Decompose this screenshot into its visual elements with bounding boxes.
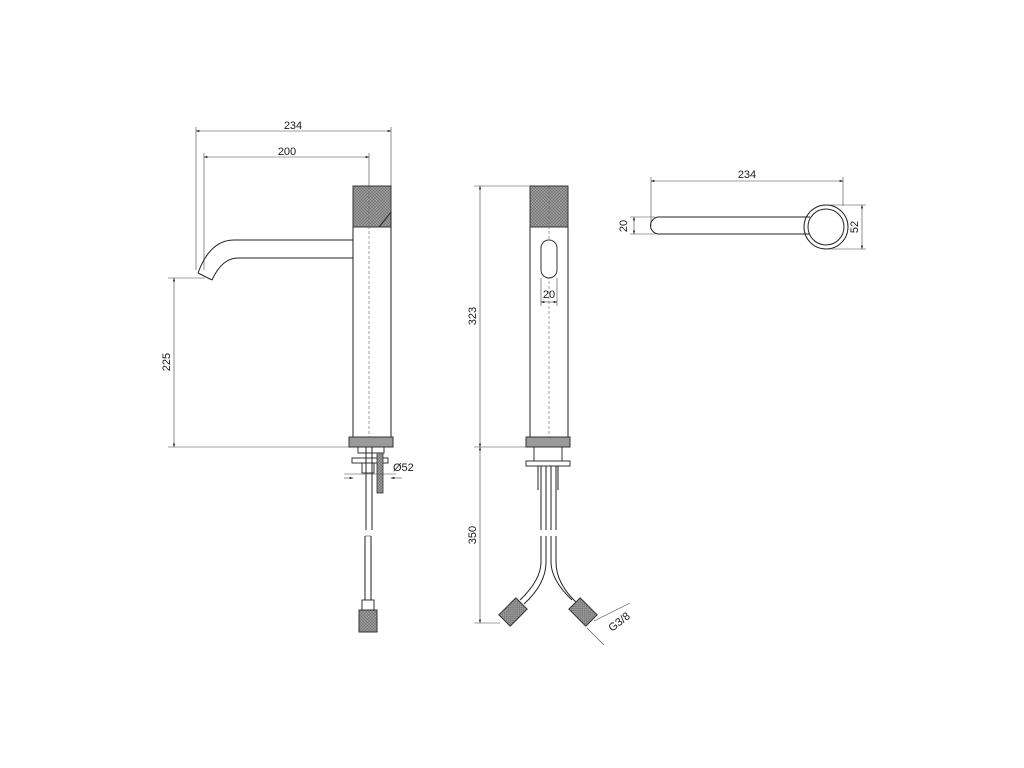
top-view: 234 20 52 [618,169,866,250]
top-body-outer [803,204,849,250]
dimension-body-height: 323 [467,185,530,448]
spout-thickness-label: 20 [618,220,630,232]
dimension-spout-thickness: 20 [618,216,655,235]
top-spout [650,216,810,235]
side-knurled-handle [352,185,392,228]
hose-length-label: 350 [467,526,479,544]
dimension-spout-height: 225 [161,277,349,448]
dimension-thread: G3/8 [586,602,633,646]
front-mounting-hardware [525,446,571,490]
side-mounting-hardware [351,446,389,530]
side-view: 234 200 225 [161,120,414,633]
top-body-inner [807,208,845,246]
side-spout [197,239,353,274]
body-diameter-label: 52 [849,221,861,233]
dimension-spout-reach: 200 [203,146,370,270]
dimension-top-width-total: 234 [650,169,844,226]
spout-height-label: 225 [161,353,173,371]
top-width-total-label: 234 [738,169,756,181]
front-hoses [498,466,598,627]
side-width-total-label: 234 [284,120,302,132]
spout-reach-label: 200 [278,146,296,158]
side-base-ring [348,436,394,448]
dimension-handle-slot: 20 [540,278,558,306]
thread-label: G3/8 [606,610,632,634]
front-handle-slot [540,239,558,279]
dimension-body-diameter: 52 [826,204,866,250]
body-height-label: 323 [467,307,479,325]
side-hose [358,535,378,633]
front-base-ring [525,436,571,448]
base-diameter-label: Ø52 [393,462,414,474]
handle-slot-label: 20 [543,289,555,301]
dimension-side-width-total: 234 [195,120,392,270]
front-view: 20 323 [467,185,633,646]
dimension-base-diameter: Ø52 [344,462,414,480]
dimension-hose-length: 350 [467,446,500,624]
